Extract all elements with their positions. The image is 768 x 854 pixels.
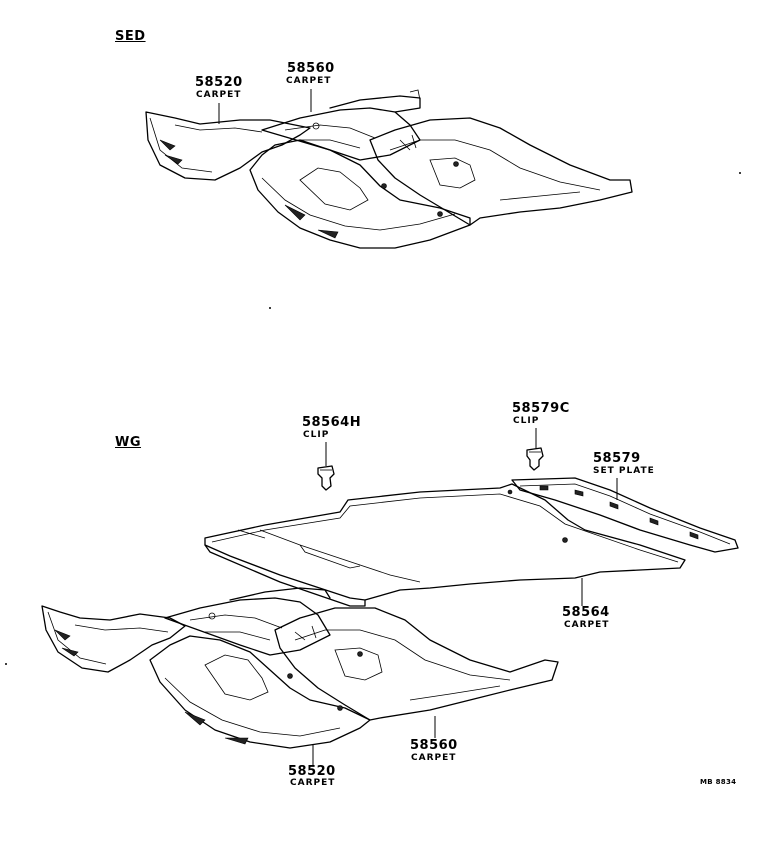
sed-front-carpet-part-number: 58520	[195, 75, 243, 90]
wg-clip-right-drawing	[526, 447, 544, 471]
sed-rear-carpet-name: CARPET	[286, 76, 332, 86]
sed-floor-carpet-drawing	[145, 89, 633, 249]
wg-clip-left-part-number: 58564H	[302, 415, 362, 430]
diagram-code: MB 8834	[700, 778, 737, 786]
wg-set-plate-name: SET PLATE	[593, 466, 655, 476]
wg-rear-carpet-part-number: 58560	[410, 738, 458, 753]
wg-clip-right-part-number: 58579C	[512, 401, 570, 416]
wg-front-carpet-part-number: 58520	[288, 764, 336, 779]
section-title-wg: WG	[115, 435, 142, 450]
wg-floor-carpet-drawing	[41, 587, 559, 749]
wg-front-carpet-name: CARPET	[290, 778, 336, 788]
wg-rear-carpet-name: CARPET	[411, 753, 457, 763]
wg-clip-right-name: CLIP	[513, 416, 540, 426]
wg-clip-left-drawing	[317, 465, 335, 491]
wg-luggage-carpet-name: CARPET	[564, 620, 610, 630]
leader-lines	[218, 89, 618, 766]
sed-rear-carpet-part-number: 58560	[287, 61, 335, 76]
section-title-sed: SED	[115, 29, 146, 44]
wg-clip-left-name: CLIP	[303, 430, 330, 440]
wg-set-plate-part-number: 58579	[593, 451, 641, 466]
sed-front-carpet-name: CARPET	[196, 90, 242, 100]
wg-luggage-carpet-drawing	[204, 483, 686, 607]
wg-luggage-carpet-part-number: 58564	[562, 605, 610, 620]
